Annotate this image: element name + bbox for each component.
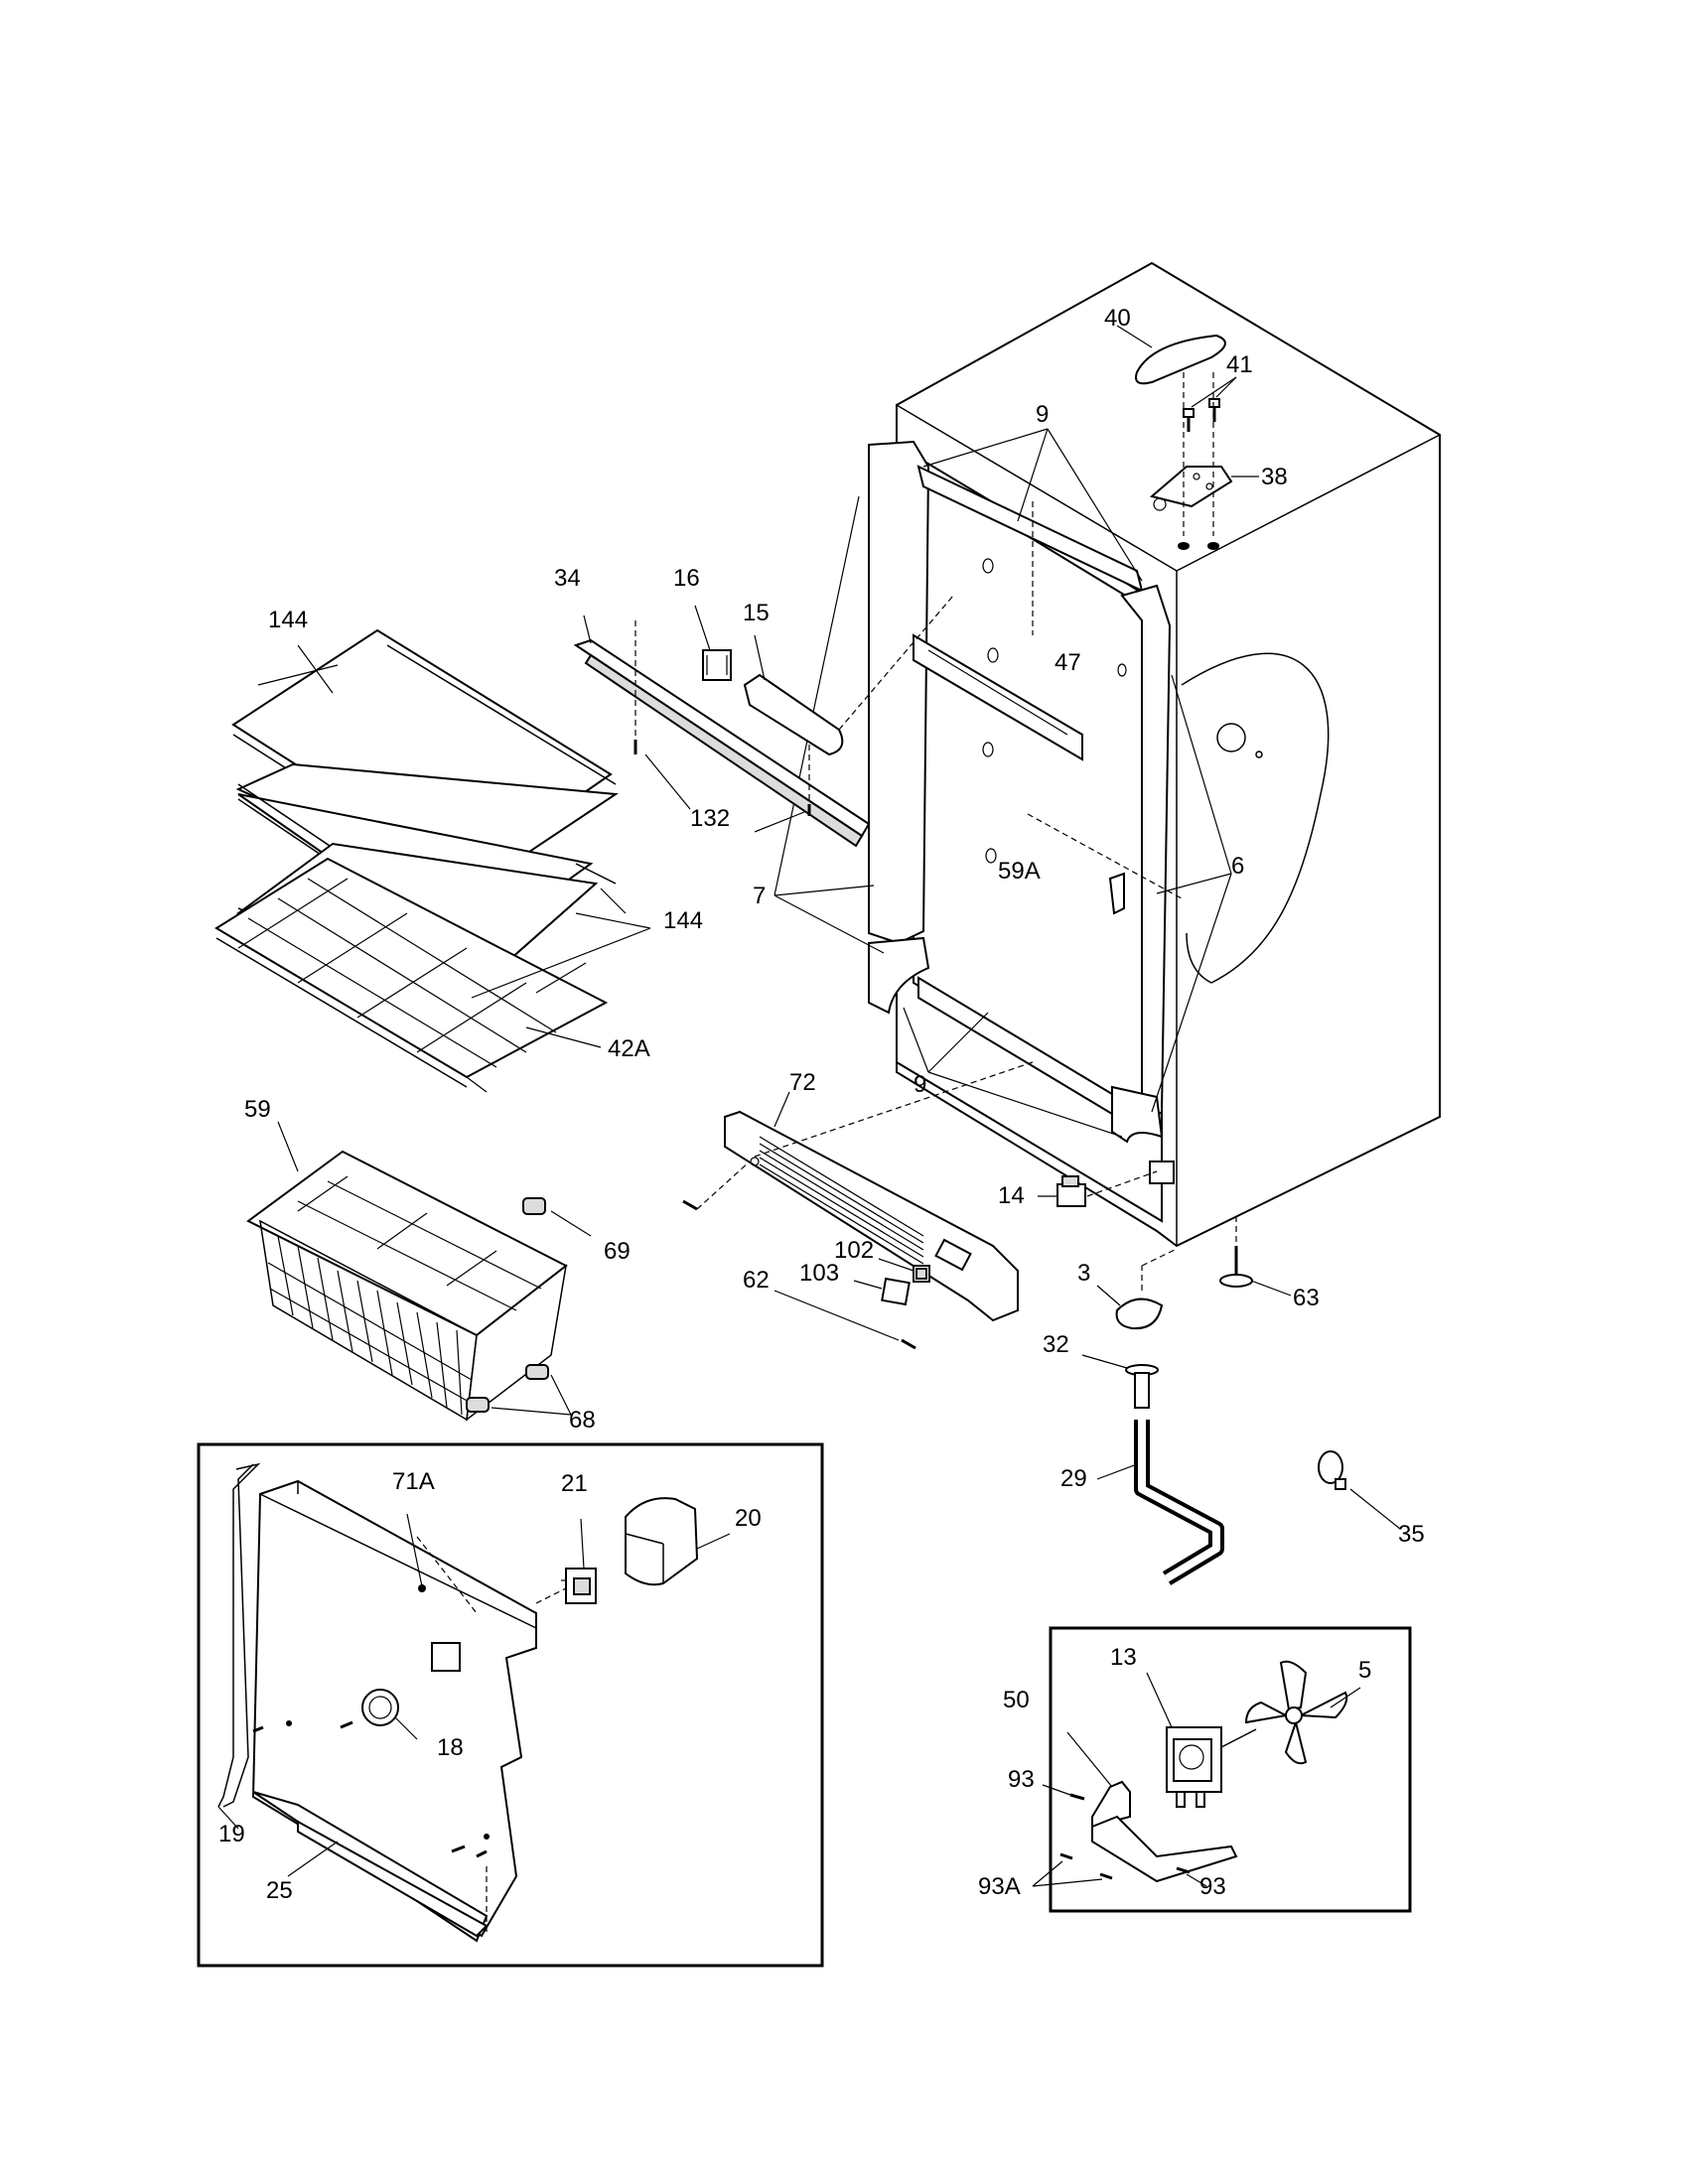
fan-motor-bracket bbox=[1066, 1731, 1238, 1883]
callout-15: 15 bbox=[743, 600, 770, 626]
callout-9-bottom: 9 bbox=[914, 1071, 926, 1098]
grille-screws bbox=[682, 1160, 916, 1350]
callout-6: 6 bbox=[1231, 853, 1244, 880]
callout-38: 38 bbox=[1261, 464, 1288, 490]
callout-40: 40 bbox=[1104, 305, 1131, 332]
leaders-9-top bbox=[922, 428, 1143, 582]
callout-42A: 42A bbox=[608, 1035, 650, 1062]
callout-19: 19 bbox=[218, 1821, 245, 1847]
callout-20: 20 bbox=[735, 1505, 762, 1532]
drain-plug bbox=[1096, 1248, 1178, 1330]
callout-3: 3 bbox=[1077, 1260, 1090, 1287]
callout-13: 13 bbox=[1110, 1644, 1137, 1671]
callout-93A: 93A bbox=[978, 1873, 1021, 1900]
wire-shelf bbox=[214, 857, 609, 1093]
basket-slides bbox=[466, 1197, 592, 1416]
top-hinge-cover bbox=[1116, 325, 1226, 385]
leaders-9-bottom bbox=[903, 1007, 1123, 1138]
callout-25: 25 bbox=[266, 1877, 293, 1904]
callout-93-left: 93 bbox=[1008, 1766, 1035, 1793]
callout-18: 18 bbox=[437, 1734, 464, 1761]
callout-62: 62 bbox=[743, 1267, 770, 1294]
shelf-leaders bbox=[297, 644, 651, 1048]
grille bbox=[724, 1091, 1019, 1322]
callout-72: 72 bbox=[789, 1069, 816, 1096]
callout-35: 35 bbox=[1398, 1521, 1425, 1548]
callout-69: 69 bbox=[604, 1238, 631, 1265]
callout-63: 63 bbox=[1293, 1285, 1320, 1311]
callout-50: 50 bbox=[1003, 1687, 1030, 1713]
callout-47: 47 bbox=[1055, 649, 1081, 676]
inset-leaders bbox=[287, 1513, 423, 1877]
defrost-thermostat bbox=[535, 1518, 597, 1604]
light-bulb bbox=[743, 595, 954, 756]
door-switch bbox=[1038, 1170, 1158, 1207]
callout-9-top: 9 bbox=[1036, 401, 1049, 428]
callout-144-lower: 144 bbox=[663, 907, 703, 934]
callout-29: 29 bbox=[1060, 1465, 1087, 1492]
callout-34: 34 bbox=[554, 565, 581, 592]
fan-blade bbox=[1244, 1660, 1361, 1765]
callout-labels: 40 41 38 9 34 16 15 144 47 132 7 59A 6 1… bbox=[218, 305, 1425, 1904]
hose-clamp bbox=[1318, 1450, 1401, 1530]
wire-basket bbox=[246, 1121, 568, 1422]
top-hinge bbox=[1149, 372, 1259, 550]
leveling-leg bbox=[1219, 1216, 1292, 1297]
leaders-7 bbox=[774, 495, 885, 954]
grille-badges bbox=[853, 1258, 930, 1306]
callout-14: 14 bbox=[998, 1182, 1025, 1209]
callout-59: 59 bbox=[244, 1096, 271, 1123]
drain-hose bbox=[1096, 1420, 1224, 1585]
callout-71A: 71A bbox=[392, 1468, 435, 1495]
inset-box-evaporator-fan bbox=[1049, 1626, 1412, 1913]
callout-16: 16 bbox=[673, 565, 700, 592]
callout-103: 103 bbox=[799, 1260, 839, 1287]
callout-68: 68 bbox=[569, 1407, 596, 1433]
leaders-6 bbox=[1151, 674, 1232, 1113]
gasket-trim-pieces bbox=[868, 440, 1183, 1144]
fan-screws bbox=[1032, 1784, 1207, 1887]
hinge-screws bbox=[1183, 376, 1237, 432]
callout-7: 7 bbox=[753, 883, 766, 909]
callout-144-top: 144 bbox=[268, 607, 308, 633]
inset-box-evaporator-cover bbox=[197, 1442, 824, 1968]
callout-41: 41 bbox=[1226, 351, 1253, 378]
callout-93-right: 93 bbox=[1199, 1873, 1226, 1900]
callout-5: 5 bbox=[1358, 1657, 1371, 1684]
callout-132: 132 bbox=[690, 805, 730, 832]
callout-21: 21 bbox=[561, 1470, 588, 1497]
drain-fitting bbox=[1081, 1354, 1159, 1409]
defrost-timer-knob bbox=[361, 1689, 418, 1740]
thermostat-cover bbox=[625, 1497, 731, 1586]
light-bracket bbox=[573, 614, 871, 848]
callout-102: 102 bbox=[834, 1237, 874, 1264]
callout-32: 32 bbox=[1043, 1331, 1069, 1358]
fan-motor bbox=[1146, 1672, 1257, 1808]
cover-gasket bbox=[217, 1462, 261, 1830]
light-socket bbox=[694, 605, 732, 681]
callout-59A: 59A bbox=[998, 858, 1041, 885]
